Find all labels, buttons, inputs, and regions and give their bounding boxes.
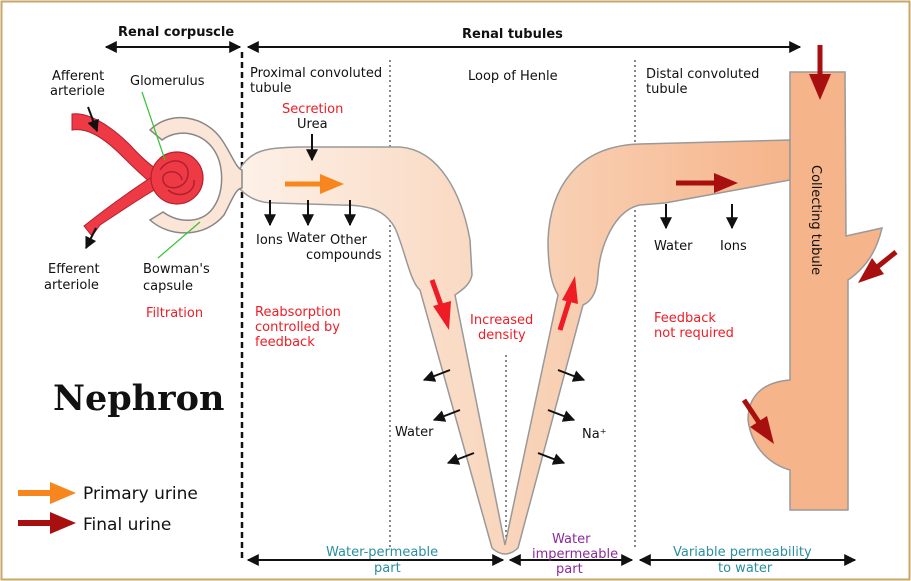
afferent-label-1: Afferent — [52, 69, 104, 84]
water-label: Water — [287, 231, 326, 246]
variable-label-2: to water — [718, 561, 773, 576]
proximal-label-2: tubule — [250, 81, 291, 96]
reabsorption-label-1: Reabsorption — [255, 305, 341, 320]
ions-label: Ions — [256, 233, 283, 248]
secretion-label: Secretion — [282, 102, 343, 117]
other-label-1: Other — [330, 233, 368, 248]
legend-final-urine-label: Final urine — [83, 515, 171, 535]
glomerulus — [151, 152, 203, 204]
impermeable-label-3: part — [556, 562, 583, 577]
efferent-label-2: arteriole — [44, 278, 99, 293]
glomerulus-label: Glomerulus — [130, 74, 205, 89]
distal-water-label: Water — [654, 239, 693, 254]
proximal-label-1: Proximal convoluted — [250, 66, 382, 81]
legend-primary-urine-swatch — [18, 482, 76, 504]
efferent-arteriole — [84, 178, 158, 236]
collecting-tubule — [748, 72, 882, 510]
other-label-2: compounds — [306, 248, 382, 263]
reabsorption-label-2: controlled by — [255, 320, 340, 335]
bowmans-label-2: capsule — [143, 279, 193, 294]
reabsorption-label-3: feedback — [255, 335, 315, 350]
permeable-label-1: Water-permeable — [326, 545, 438, 560]
variable-label-1: Variable permeability — [673, 545, 812, 560]
feedback-label-2: not required — [654, 326, 734, 341]
urea-label: Urea — [297, 117, 328, 132]
distal-label-1: Distal convoluted — [646, 67, 759, 82]
legend-primary-urine-label: Primary urine — [83, 484, 198, 504]
loop-label: Loop of Henle — [468, 69, 558, 84]
collecting-tubule-label: Collecting tubule — [808, 165, 823, 275]
distal-ions-label: Ions — [720, 239, 747, 254]
density-label-1: Increased — [470, 313, 533, 328]
sodium-label: Na⁺ — [582, 427, 607, 442]
loop-water-label: Water — [395, 425, 434, 440]
afferent-arteriole — [72, 114, 158, 182]
legend-final-urine-swatch — [18, 512, 76, 534]
diagram-title: Nephron — [53, 378, 224, 419]
renal-corpuscle-header: Renal corpuscle — [118, 25, 234, 40]
feedback-label-1: Feedback — [654, 311, 716, 326]
impermeable-label-2: impermeable — [532, 547, 618, 562]
tubule-body — [236, 140, 790, 554]
distal-label-2: tubule — [646, 82, 687, 97]
impermeable-label-1: Water — [552, 532, 591, 547]
density-label-2: density — [478, 328, 526, 343]
efferent-label-1: Efferent — [48, 262, 100, 277]
renal-tubules-header: Renal tubules — [462, 27, 563, 42]
afferent-label-2: arteriole — [50, 84, 105, 99]
permeable-label-2: part — [374, 561, 401, 576]
filtration-label: Filtration — [146, 306, 203, 321]
bowmans-label-1: Bowman's — [143, 262, 210, 277]
